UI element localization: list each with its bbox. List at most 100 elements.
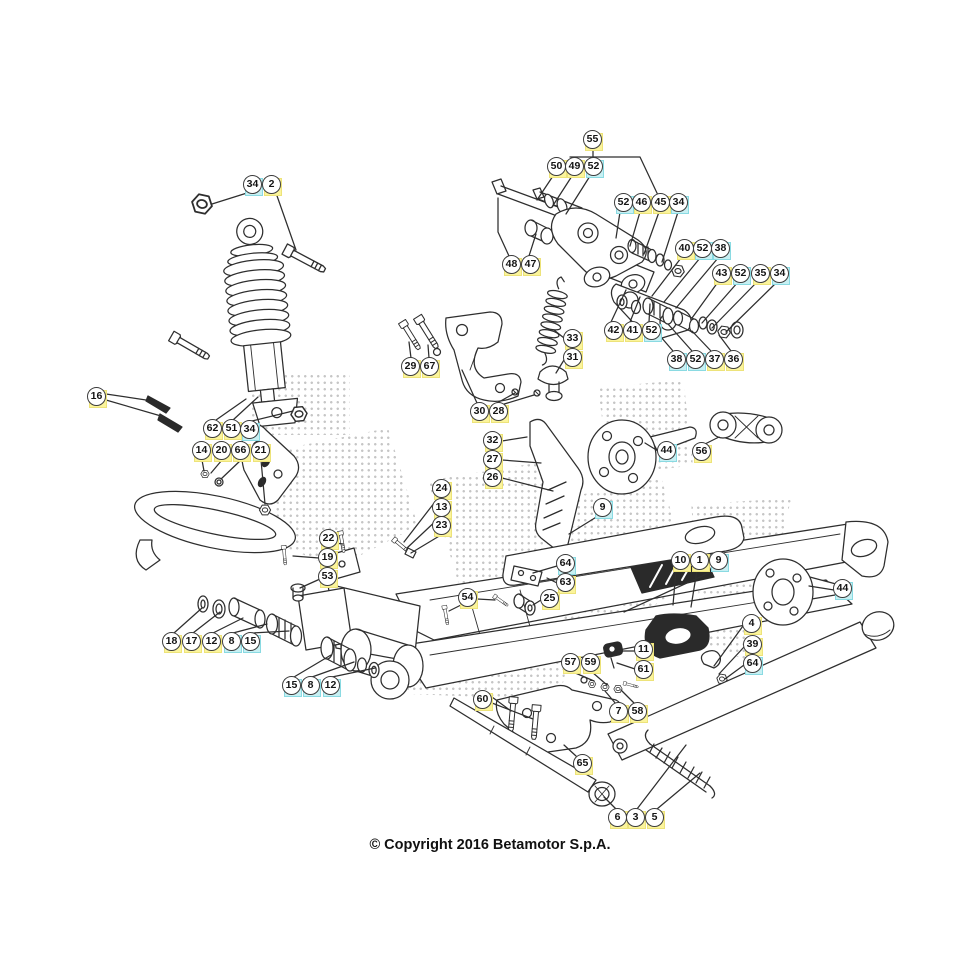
callout-36[interactable]: 36 [724,350,744,371]
callout-64[interactable]: 64 [743,654,763,675]
callout-3[interactable]: 3 [626,808,646,829]
callout-23[interactable]: 23 [432,516,452,537]
callout-46[interactable]: 46 [632,193,652,214]
callout-number: 4 [742,614,761,633]
callout-45[interactable]: 45 [651,193,671,214]
callout-7[interactable]: 7 [609,702,629,723]
callout-50[interactable]: 50 [547,157,567,178]
callout-34[interactable]: 34 [240,420,260,441]
callout-32[interactable]: 32 [483,431,503,452]
callout-34[interactable]: 34 [770,264,790,285]
callout-58[interactable]: 58 [628,702,648,723]
callout-44[interactable]: 44 [657,441,677,462]
callout-number: 57 [561,653,580,672]
callout-9[interactable]: 9 [709,551,729,572]
callout-33[interactable]: 33 [563,329,583,350]
callout-12[interactable]: 12 [202,632,222,653]
callout-20[interactable]: 20 [212,441,232,462]
callout-21[interactable]: 21 [251,441,271,462]
callout-65[interactable]: 65 [573,754,593,775]
callout-64[interactable]: 64 [556,554,576,575]
callout-52[interactable]: 52 [614,193,634,214]
callout-49[interactable]: 49 [565,157,585,178]
callout-43[interactable]: 43 [712,264,732,285]
callout-37[interactable]: 37 [705,350,725,371]
callout-11[interactable]: 11 [634,640,654,661]
callout-61[interactable]: 61 [634,660,654,681]
callout-12[interactable]: 12 [321,676,341,697]
callout-52[interactable]: 52 [584,157,604,178]
callout-15[interactable]: 15 [282,676,302,697]
callout-26[interactable]: 26 [483,468,503,489]
callout-number: 29 [401,357,420,376]
callout-44[interactable]: 44 [833,579,853,600]
callout-22[interactable]: 22 [319,529,339,550]
callout-number: 30 [470,402,489,421]
callout-number: 34 [243,175,262,194]
callout-48[interactable]: 48 [502,255,522,276]
callout-18[interactable]: 18 [162,632,182,653]
callout-63[interactable]: 63 [556,573,576,594]
callout-60[interactable]: 60 [473,690,493,711]
callout-29[interactable]: 29 [401,357,421,378]
callout-24[interactable]: 24 [432,479,452,500]
callout-15[interactable]: 15 [241,632,261,653]
callout-number: 40 [675,239,694,258]
callout-10[interactable]: 10 [671,551,691,572]
callout-34[interactable]: 34 [243,175,263,196]
callout-59[interactable]: 59 [581,653,601,674]
linkage-sleeve-bolt [532,187,583,216]
callout-38[interactable]: 38 [711,239,731,260]
callout-number: 34 [770,264,789,283]
callout-31[interactable]: 31 [563,348,583,369]
callout-52[interactable]: 52 [693,239,713,260]
callout-52[interactable]: 52 [686,350,706,371]
callout-40[interactable]: 40 [675,239,695,260]
callout-number: 34 [240,420,259,439]
callout-17[interactable]: 17 [182,632,202,653]
callout-52[interactable]: 52 [731,264,751,285]
callout-42[interactable]: 42 [604,321,624,342]
callout-9[interactable]: 9 [593,498,613,519]
callout-28[interactable]: 28 [489,402,509,423]
callout-8[interactable]: 8 [222,632,242,653]
callout-55[interactable]: 55 [583,130,603,151]
callout-4[interactable]: 4 [742,614,762,635]
callout-27[interactable]: 27 [483,450,503,471]
callout-13[interactable]: 13 [432,498,452,519]
callout-number: 23 [432,516,451,535]
callout-34[interactable]: 34 [669,193,689,214]
callout-47[interactable]: 47 [521,255,541,276]
callout-39[interactable]: 39 [743,635,763,656]
callout-6[interactable]: 6 [608,808,628,829]
side-stand-spring [644,729,716,799]
callout-25[interactable]: 25 [540,589,560,610]
callout-41[interactable]: 41 [623,321,643,342]
callout-56[interactable]: 56 [692,442,712,463]
callout-66[interactable]: 66 [231,441,251,462]
callout-2[interactable]: 2 [262,175,282,196]
linkage-cap [524,219,554,245]
callout-38[interactable]: 38 [667,350,687,371]
callout-62[interactable]: 62 [203,419,223,440]
callout-67[interactable]: 67 [420,357,440,378]
callout-1[interactable]: 1 [690,551,710,572]
callout-30[interactable]: 30 [470,402,490,423]
callout-5[interactable]: 5 [645,808,665,829]
callout-19[interactable]: 19 [318,548,338,569]
copyright-text: © Copyright 2016 Betamotor S.p.A. [369,837,611,853]
callout-51[interactable]: 51 [222,419,242,440]
callout-number: 32 [483,431,502,450]
callout-number: 34 [669,193,688,212]
callout-number: 8 [222,632,241,651]
callout-52[interactable]: 52 [642,321,662,342]
callout-35[interactable]: 35 [751,264,771,285]
callout-14[interactable]: 14 [192,441,212,462]
callout-57[interactable]: 57 [561,653,581,674]
callout-53[interactable]: 53 [318,567,338,588]
callout-number: 60 [473,690,492,709]
callout-16[interactable]: 16 [87,387,107,408]
callout-number: 27 [483,450,502,469]
callout-8[interactable]: 8 [301,676,321,697]
callout-54[interactable]: 54 [458,588,478,609]
